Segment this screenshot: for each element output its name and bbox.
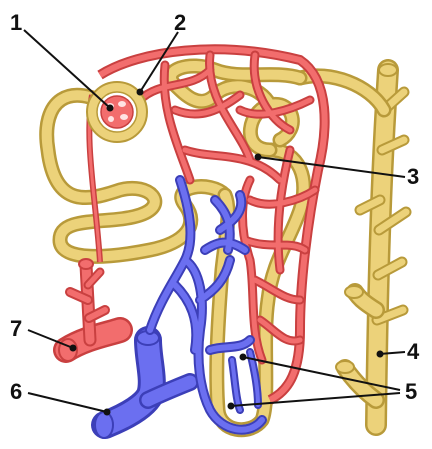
label-7: 7 <box>10 316 22 341</box>
label-4: 4 <box>407 339 420 364</box>
label-6: 6 <box>10 379 22 404</box>
label-2: 2 <box>174 10 186 35</box>
label-3: 3 <box>407 164 419 189</box>
label-5: 5 <box>405 379 417 404</box>
label-1: 1 <box>10 10 22 35</box>
